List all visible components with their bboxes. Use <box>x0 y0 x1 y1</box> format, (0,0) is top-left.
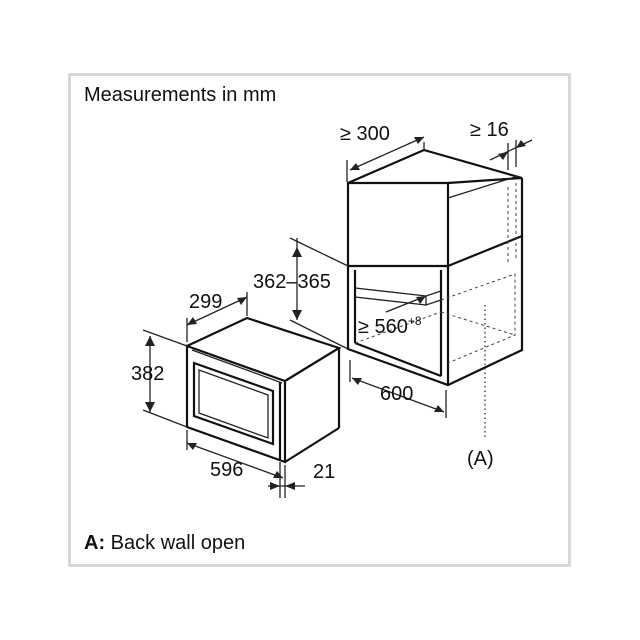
footnote-text: Back wall open <box>110 532 246 554</box>
dim-cabinet-side: ≥ 16 <box>470 119 509 141</box>
dim-appliance-depth: 299 <box>189 291 222 313</box>
footnote-key: A: <box>84 532 106 554</box>
dim-cabinet-depth-min: ≥ 300 <box>340 123 390 145</box>
page-title: Measurements in mm <box>84 84 277 106</box>
upper-cabinet <box>346 142 524 268</box>
footnote: A: Back wall open <box>84 532 245 555</box>
dim-front-depth: 21 <box>313 461 335 483</box>
dimension-lines <box>142 136 533 498</box>
dim-niche-depth: ≥ 560+8 <box>358 314 422 338</box>
dim-niche-height: 362–365 <box>253 271 331 293</box>
label-back-wall-open: (A) <box>467 448 494 470</box>
dim-appliance-width: 596 <box>210 459 243 481</box>
dim-appliance-height: 382 <box>131 363 164 385</box>
dim-niche-width: 600 <box>380 383 413 405</box>
diagram-frame <box>68 73 571 567</box>
microwave-appliance <box>185 316 342 464</box>
niche-cabinet <box>346 236 524 438</box>
